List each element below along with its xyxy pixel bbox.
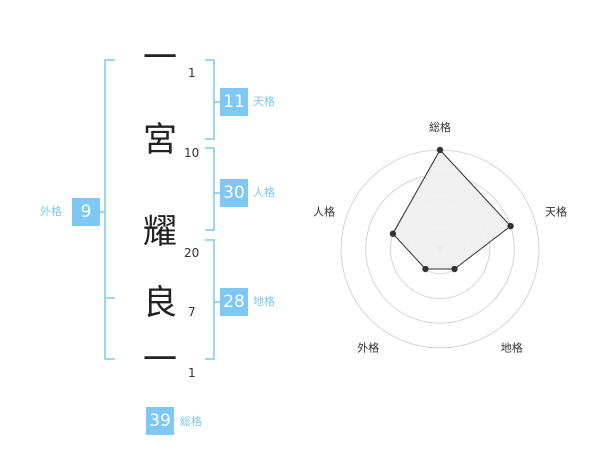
chikaku-bracket bbox=[205, 239, 215, 360]
soukaku-value: 39 bbox=[146, 407, 174, 435]
stroke-count-5: 1 bbox=[188, 366, 196, 380]
radar-point bbox=[507, 222, 514, 230]
stroke-count-1: 1 bbox=[188, 66, 196, 80]
radar-axis-label: 地格 bbox=[501, 341, 523, 355]
jinkaku-value: 30 bbox=[220, 179, 248, 207]
name-char-1: 一 bbox=[143, 38, 177, 78]
name-char-4: 良 bbox=[143, 283, 177, 323]
radar-point bbox=[389, 230, 397, 237]
name-char-2: 宮 bbox=[143, 120, 177, 160]
tenkaku-bracket bbox=[205, 59, 215, 140]
stroke-count-2: 10 bbox=[184, 146, 200, 160]
radar-point bbox=[436, 146, 444, 154]
radar-points bbox=[389, 146, 514, 273]
jinkaku-label: 人格 bbox=[253, 186, 275, 199]
radar-point bbox=[451, 265, 458, 273]
radar-axis-label: 総格 bbox=[429, 120, 451, 134]
radar-axis-label: 天格 bbox=[545, 204, 567, 218]
radar-polygon bbox=[392, 149, 512, 270]
radar-shape bbox=[392, 149, 512, 270]
name-char-5: 一 bbox=[143, 340, 177, 380]
radar-axis-label: 人格 bbox=[313, 204, 335, 218]
gaikaku-value: 9 bbox=[72, 198, 100, 226]
gaikaku-label: 外格 bbox=[40, 205, 62, 218]
tenkaku-value: 11 bbox=[220, 88, 248, 116]
gaikaku-bracket bbox=[104, 59, 115, 360]
stroke-count-4: 7 bbox=[188, 305, 196, 319]
chikaku-label: 地格 bbox=[253, 295, 275, 308]
jinkaku-bracket bbox=[205, 147, 215, 231]
radar-point bbox=[422, 265, 429, 273]
chikaku-value: 28 bbox=[220, 288, 248, 316]
tenkaku-label: 天格 bbox=[253, 95, 275, 108]
stroke-count-3: 20 bbox=[184, 246, 200, 260]
name-char-3: 耀 bbox=[143, 212, 177, 252]
radar-axis-label: 外格 bbox=[357, 341, 379, 355]
soukaku-label: 総格 bbox=[180, 415, 202, 428]
